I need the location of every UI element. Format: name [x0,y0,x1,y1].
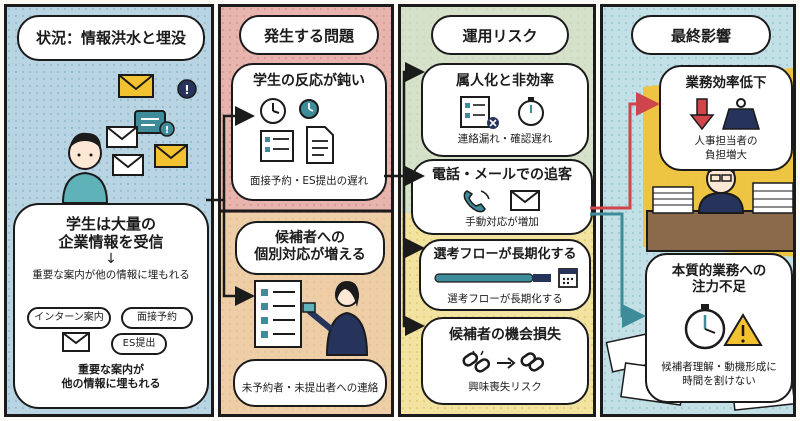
receive-info-bubble: 学生は大量の 企業情報を受信 ↓ 重要な案内が他の情報に埋もれる インターン案内… [13,203,209,409]
tag-internship: インターン案内 [27,307,111,329]
situation-title-bubble: 状況：情報洪水と埋没 [17,15,205,61]
progress-and-calendar-illustration [434,268,578,288]
paper-stack [652,182,793,214]
mail-icon [510,190,540,211]
weight-icon [721,98,761,130]
link-icon [520,352,545,372]
clock-icon [260,98,286,124]
problem-individual-caption: 未予約者・未提出者への連絡 [241,382,379,394]
receive-info-line1: 学生は大量の [65,215,156,233]
panel-problems: 発生する問題 学生の反応が鈍い [218,4,394,417]
problem-individual-handling: 候補者への 個別対応が増える [235,221,385,275]
problem-slow-response-caption: 面接予約・ES提出の遅れ [249,175,369,187]
mail-icon [112,154,144,176]
svg-text:!: ! [184,83,189,97]
down-arrow-icon [689,98,715,131]
panel-impact: 最終影響 業務効率低下 人事担当者の 負担増大 本質的業務への 注力不足 [600,4,796,417]
checklist-icon [254,280,302,348]
checklist-and-timer-illustration [460,96,544,129]
down-arrow-weight-illustration [689,98,761,131]
mail-icon [62,332,90,352]
student-figure [61,132,109,204]
problems-title: 発生する問題 [263,27,354,45]
broken-link-illustration [462,350,545,373]
phone-icon [463,190,490,213]
impact-title-bubble: 最終影響 [631,15,771,55]
chat-icon [134,110,166,134]
risk-opportunity-loss-caption: 興味喪失リスク [468,381,542,393]
recruiter-checklist-illustration [254,280,369,356]
impact-efficiency-drop: 業務効率低下 人事担当者の 負担増大 [659,65,793,171]
checklist-icon [460,96,490,128]
notification-icon: ! [177,79,197,99]
broken-link-icon [462,350,491,373]
problem-slow-response: 学生の反応が鈍い [231,63,387,201]
risk-manual-followup: 電話・メールでの追客 手動対応が増加 [411,159,593,235]
problem-individual-caption-bubble: 未予約者・未提出者への連絡 [233,359,387,407]
impact-focus-line2: 注力不足 [692,279,746,296]
clock-icon [299,99,319,119]
clock-and-documents-illustration [260,98,334,164]
phone-and-mail-illustration [463,190,540,213]
impact-title: 最終影響 [670,27,731,45]
buried-info-text: 重要な案内が他の情報に埋もれる [32,269,190,281]
flow-progress-bar [434,273,534,283]
calendar-icon [558,268,578,288]
impact-focus-caption-line2: 時間を割けない [682,375,756,387]
panel-situation: 状況：情報洪水と埋没 [4,4,214,417]
stopwatch-icon [684,304,726,350]
flow-progress-remaining [533,274,551,282]
problem-individual-line1: 候補者への [275,230,345,246]
mail-icon [154,144,188,168]
risks-title-bubble: 運用リスク [431,15,569,55]
message-cloud-illustration: ! ! [61,74,197,204]
document-icon [306,126,334,164]
problem-individual-line2: 個別対応が増える [254,246,366,263]
mail-icon [106,126,138,148]
error-icon [487,117,499,129]
risk-personalization-title: 属人化と非効率 [456,73,554,89]
situation-title: 状況：情報洪水と埋没 [35,29,186,47]
impact-focus-line1: 本質的業務への [671,263,767,279]
risk-long-flow-title: 選考フローが長期化する [433,247,577,262]
risk-opportunity-loss-title: 候補者の機会損失 [449,327,561,343]
risk-opportunity-loss: 候補者の機会損失 興味喪失リスク [421,317,589,405]
down-arrow-icon: ↓ [105,251,117,267]
risk-manual-followup-caption: 手動対応が増加 [465,216,539,228]
checklist-icon [260,130,294,162]
stopwatch-icon [518,97,544,126]
impact-focus-caption-line1: 候補者理解・動機形成に [661,361,777,373]
risk-personalization: 属人化と非効率 連絡漏れ・確認遅 [421,63,589,157]
risk-long-flow: 選考フローが長期化する 選考フローが長期化する [419,239,591,311]
svg-text:!: ! [165,125,170,136]
risks-title: 運用リスク [462,27,538,45]
risk-personalization-caption: 連絡漏れ・確認遅れ [457,133,553,145]
footer-line2: 他の情報に埋もれる [61,377,161,390]
problems-title-bubble: 発生する問題 [239,15,379,55]
risk-long-flow-caption: 選考フローが長期化する [447,293,563,305]
risk-manual-followup-title: 電話・メールでの追客 [432,167,572,183]
arrow-right-icon [497,357,516,369]
tag-interview: 面接予約 [121,307,193,329]
notification-icon: ! [159,121,175,137]
warning-icon [723,313,763,346]
footer-line1: 重要な案内が [78,363,144,376]
impact-efficiency-caption-line1: 人事担当者の [694,135,758,147]
problem-slow-response-title: 学生の反応が鈍い [253,73,365,89]
stopwatch-warning-illustration [684,304,763,350]
mail-icon [118,74,154,98]
tag-es: ES提出 [111,333,167,355]
panel-risks: 運用リスク 属人化と非効率 [398,4,596,417]
receive-info-line2: 企業情報を受信 [58,233,164,251]
impact-focus-lack: 本質的業務への 注力不足 候補者理解・動機形成に 時間を割けない [645,253,793,403]
impact-efficiency-caption-line2: 負担増大 [705,149,747,161]
impact-efficiency-title: 業務効率低下 [685,75,767,91]
recruiter-figure [302,281,369,356]
